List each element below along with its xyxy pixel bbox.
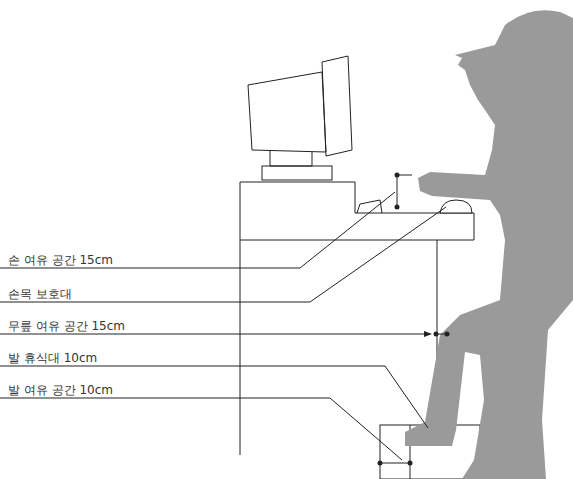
monitor-neck [270,150,312,166]
arrow-head [424,331,432,337]
dimension-label: 손 여유 공간 15cm [8,253,115,267]
foot-clearance-dim [380,463,410,464]
monitor-base [262,166,332,180]
monitor-body [248,72,326,152]
dim-dot [395,205,400,210]
desk-line [240,240,437,241]
leader-line [0,398,402,460]
dim-dot [434,332,439,337]
person-silhouette [405,10,573,479]
dim-dot [378,461,383,466]
dimension-label: 발 여유 공간 10cm [8,383,115,397]
leader-line [0,366,428,428]
wrist-rest [440,200,472,213]
keyboard [357,200,382,213]
dim-dot [395,173,400,178]
leader-line [0,207,446,302]
leader-line [0,192,395,268]
leader-line [0,334,430,335]
dimension-label: 무릎 여유 공간 15cm [8,319,127,333]
hand-clearance-dim [397,175,412,207]
dim-dot [408,461,413,466]
dim-dot [445,332,450,337]
monitor-screen [322,56,352,156]
dimension-label: 손목 보호대 [8,287,74,301]
dimension-label: 발 휴식대 10cm [8,351,99,365]
desk-upper [240,182,355,455]
